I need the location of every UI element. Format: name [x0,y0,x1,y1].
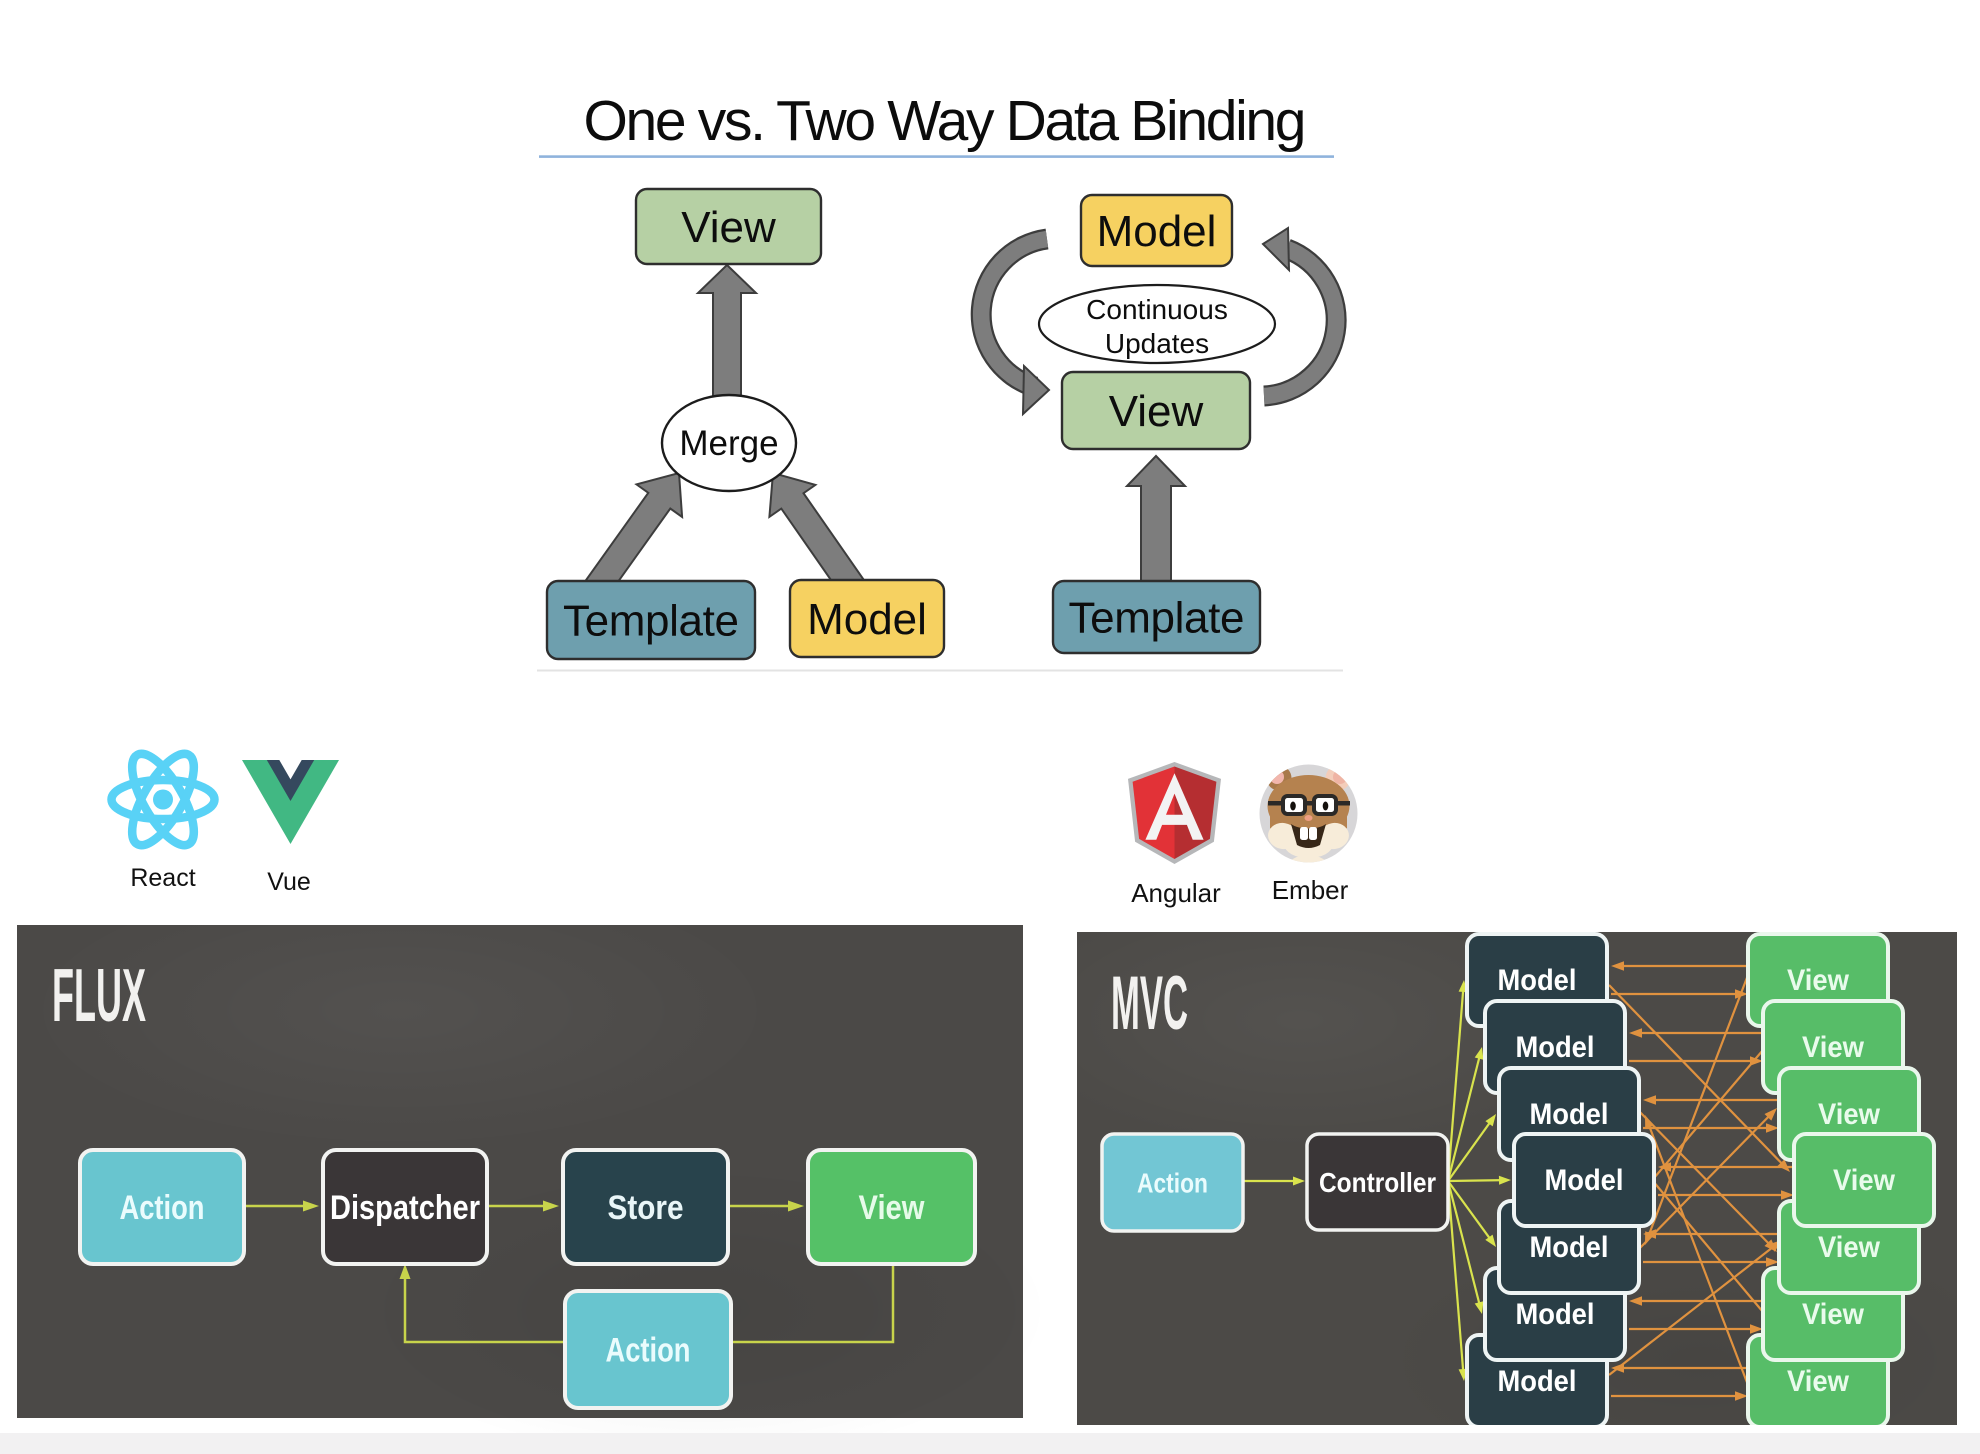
svg-text:Angular: Angular [1131,878,1221,908]
svg-text:Merge: Merge [679,424,778,463]
svg-text:Template: Template [1069,594,1245,643]
svg-text:Store: Store [608,1189,684,1227]
svg-text:Model: Model [807,595,927,644]
svg-text:FLUX: FLUX [52,953,146,1037]
svg-text:Model: Model [1498,964,1577,997]
svg-text:View: View [1109,387,1204,436]
svg-text:Model: Model [1530,1231,1609,1264]
svg-text:Continuous: Continuous [1086,294,1228,325]
svg-text:View: View [1787,1365,1850,1398]
svg-text:View: View [1833,1164,1896,1197]
svg-text:Controller: Controller [1319,1167,1436,1198]
svg-text:Action: Action [606,1332,691,1370]
svg-text:View: View [1802,1298,1865,1331]
svg-text:Model: Model [1498,1365,1577,1398]
svg-text:Updates: Updates [1105,328,1209,359]
svg-text:Action: Action [120,1189,205,1227]
svg-text:Model: Model [1530,1098,1609,1131]
svg-text:Model: Model [1545,1164,1624,1197]
svg-text:View: View [1818,1098,1881,1131]
svg-text:Model: Model [1516,1031,1595,1064]
svg-text:Model: Model [1097,207,1217,256]
svg-text:Template: Template [563,597,739,646]
svg-text:One vs. Two Way Data Binding: One vs. Two Way Data Binding [584,89,1307,153]
svg-text:View: View [1787,964,1850,997]
svg-text:View: View [859,1189,925,1227]
svg-text:Model: Model [1516,1298,1595,1331]
svg-text:MVC: MVC [1111,961,1188,1046]
svg-text:View: View [681,203,776,252]
svg-text:View: View [1818,1231,1881,1264]
svg-text:Action: Action [1137,1167,1208,1198]
svg-text:Ember: Ember [1272,875,1349,905]
svg-text:React: React [130,864,195,892]
svg-text:Dispatcher: Dispatcher [330,1189,480,1227]
svg-text:View: View [1802,1031,1865,1064]
